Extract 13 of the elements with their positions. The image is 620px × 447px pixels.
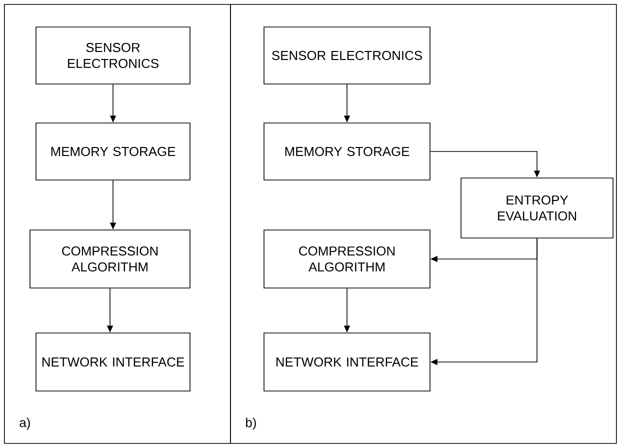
process-box: SENSOR ELECTRONICS bbox=[264, 26, 430, 84]
panel bbox=[230, 4, 617, 444]
process-box: NETWORK INTERFACE bbox=[36, 332, 190, 392]
process-box: ENTROPY EVALUATION bbox=[460, 178, 614, 238]
process-box: MEMORY STORAGE bbox=[264, 122, 430, 180]
process-box: NETWORK INTERFACE bbox=[264, 332, 430, 392]
process-box: SENSOR ELECTRONICS bbox=[36, 26, 190, 84]
panel-label: b) bbox=[246, 418, 256, 430]
process-box: COMPRESSION ALGORITHM bbox=[264, 230, 430, 288]
process-box: COMPRESSION ALGORITHM bbox=[30, 230, 190, 288]
panel bbox=[4, 4, 231, 444]
process-box: MEMORY STORAGE bbox=[36, 122, 190, 180]
panel-label: a) bbox=[20, 418, 30, 430]
